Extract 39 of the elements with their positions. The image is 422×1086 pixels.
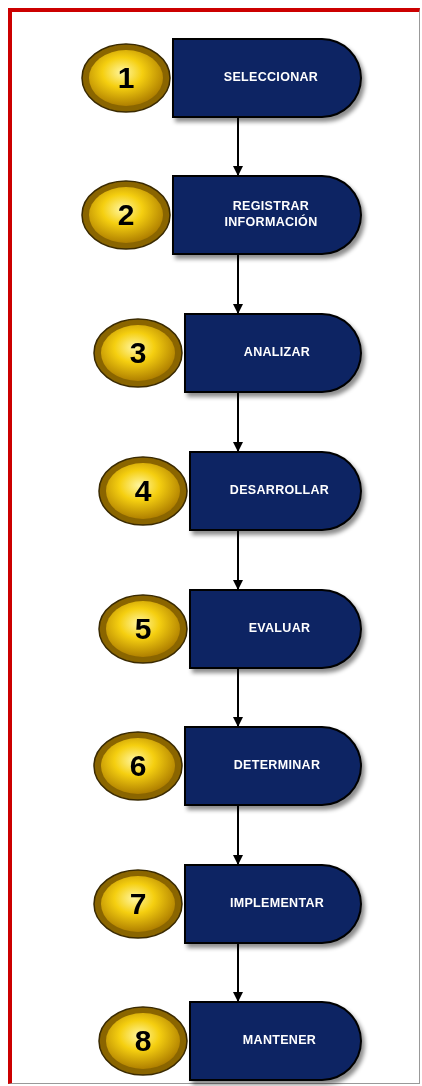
number-badge (92, 317, 184, 389)
number-badge (80, 179, 172, 251)
step-number: 3 (129, 338, 147, 368)
step-pill (184, 313, 362, 393)
step-number: 4 (134, 476, 152, 506)
step-pill (172, 38, 362, 118)
step-pill (189, 1001, 362, 1081)
step-label: ANALIZAR (243, 345, 311, 361)
arrow (233, 392, 243, 452)
step-number: 8 (134, 1026, 152, 1056)
arrow (233, 805, 243, 865)
step-label: REGISTRAR INFORMACIÓN (223, 199, 319, 231)
arrow (233, 254, 243, 314)
step-label: SELECCIONAR (223, 70, 319, 86)
step-pill (189, 589, 362, 669)
arrow (233, 530, 243, 590)
arrow (233, 943, 243, 1002)
step-pill (189, 451, 362, 531)
number-badge (97, 455, 189, 527)
arrow (233, 117, 243, 176)
number-badge (80, 42, 172, 114)
step-pill (172, 175, 362, 255)
step-pill (184, 864, 362, 944)
number-badge (92, 730, 184, 802)
arrow (233, 668, 243, 727)
number-badge (97, 593, 189, 665)
step-number: 1 (117, 63, 135, 93)
number-badge (92, 868, 184, 940)
step-number: 5 (134, 614, 152, 644)
step-number: 7 (129, 889, 147, 919)
step-pill (184, 726, 362, 806)
step-label: IMPLEMENTAR (229, 896, 325, 912)
step-label: MANTENER (242, 1033, 317, 1049)
step-number: 2 (117, 200, 135, 230)
number-badge (97, 1005, 189, 1077)
step-label: DESARROLLAR (229, 483, 330, 499)
step-label: EVALUAR (248, 621, 311, 637)
step-label: DETERMINAR (233, 758, 321, 774)
step-number: 6 (129, 751, 147, 781)
